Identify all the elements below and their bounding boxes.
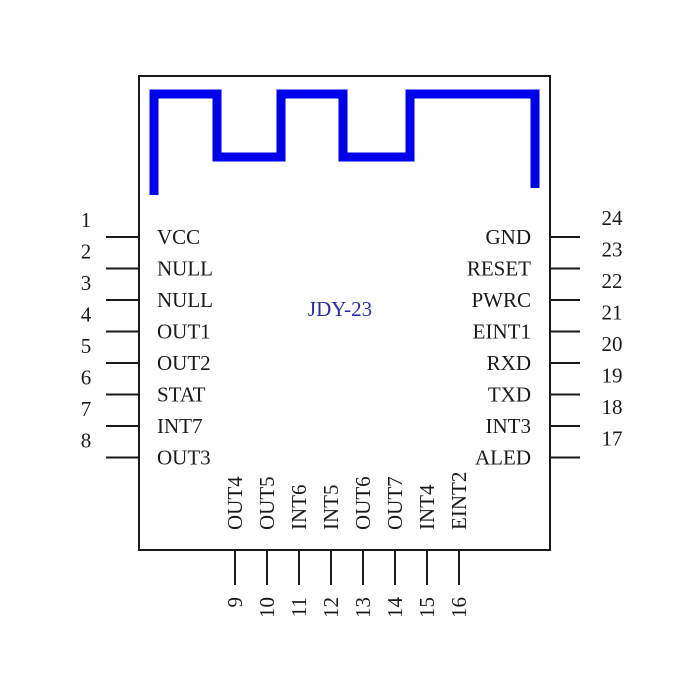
antenna-trace: [149, 89, 540, 195]
pin-number-6: 6: [81, 366, 92, 390]
pin-label-21: EINT1: [473, 320, 531, 344]
pin-label-6: STAT: [157, 383, 206, 407]
pin-number-17: 17: [602, 427, 623, 451]
pin-number-24: 24: [602, 206, 624, 230]
pin-label-16: EINT2: [447, 472, 471, 530]
pin-label-14: OUT7: [383, 476, 407, 530]
pin-label-18: INT3: [486, 414, 532, 438]
pin-number-4: 4: [81, 303, 92, 327]
pin-number-21: 21: [602, 301, 623, 325]
pin-label-22: PWRC: [471, 288, 531, 312]
pin-number-20: 20: [602, 332, 623, 356]
pin-label-17: ALED: [475, 446, 531, 470]
pin-number-16: 16: [447, 597, 471, 618]
pin-label-3: NULL: [157, 288, 213, 312]
pin-label-20: RXD: [487, 351, 531, 375]
pin-number-12: 12: [319, 597, 343, 618]
pin-number-19: 19: [602, 364, 623, 388]
pin-label-5: OUT2: [157, 351, 211, 375]
pin-number-23: 23: [602, 238, 623, 262]
pin-label-24: GND: [486, 225, 532, 249]
pins-group: 1VCC2NULL3NULL4OUT15OUT26STAT7INT78OUT32…: [81, 206, 623, 618]
pin-number-8: 8: [81, 429, 92, 453]
pin-number-14: 14: [383, 597, 407, 619]
pin-label-9: OUT4: [223, 476, 247, 530]
pin-number-11: 11: [287, 597, 311, 617]
module-name: JDY-23: [308, 297, 372, 321]
pin-label-11: INT6: [287, 485, 311, 531]
pin-number-22: 22: [602, 269, 623, 293]
pin-label-8: OUT3: [157, 446, 211, 470]
pin-label-2: NULL: [157, 257, 213, 281]
pin-number-10: 10: [255, 597, 279, 618]
pin-number-1: 1: [81, 208, 92, 232]
pin-number-13: 13: [351, 597, 375, 618]
pin-number-2: 2: [81, 240, 92, 264]
pin-number-9: 9: [223, 597, 247, 608]
pin-number-7: 7: [81, 397, 92, 421]
pin-label-19: TXD: [488, 383, 531, 407]
pin-number-15: 15: [415, 597, 439, 618]
pin-number-3: 3: [81, 271, 92, 295]
pin-label-12: INT5: [319, 485, 343, 531]
pin-label-7: INT7: [157, 414, 203, 438]
pin-number-5: 5: [81, 334, 92, 358]
pin-label-13: OUT6: [351, 476, 375, 530]
pin-label-15: INT4: [415, 484, 439, 530]
pin-number-18: 18: [602, 395, 623, 419]
pin-label-10: OUT5: [255, 476, 279, 530]
pin-label-4: OUT1: [157, 320, 211, 344]
pin-label-23: RESET: [467, 257, 531, 281]
pin-label-1: VCC: [157, 225, 200, 249]
